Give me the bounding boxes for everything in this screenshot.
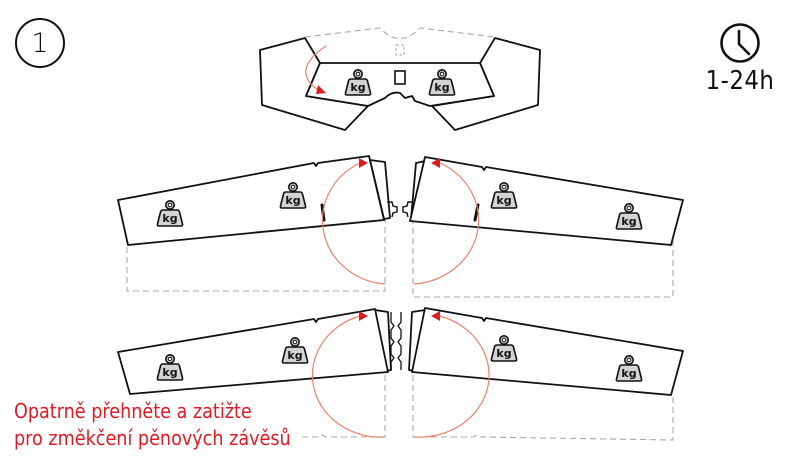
step-number-badge: 1 bbox=[15, 18, 65, 68]
fold-arc bbox=[321, 162, 386, 285]
weight-label: kg bbox=[621, 215, 636, 228]
fold-arc bbox=[413, 315, 490, 438]
weight-label: kg bbox=[350, 81, 365, 94]
step-number: 1 bbox=[31, 27, 49, 59]
weight-label: kg bbox=[285, 194, 300, 207]
duration-indicator: 1-24h bbox=[700, 22, 780, 96]
fold-guide-outline bbox=[412, 375, 674, 441]
fold-arc bbox=[413, 162, 480, 285]
right-wing-rear-piece: kg kg bbox=[408, 307, 684, 441]
center-fuselage-piece: kg kg bbox=[259, 27, 541, 131]
wing-panel bbox=[409, 156, 684, 246]
wing-panel bbox=[117, 308, 389, 395]
weight-label: kg bbox=[621, 367, 636, 380]
weight-label: kg bbox=[162, 212, 177, 225]
left-wing-front-piece: kg kg bbox=[117, 155, 398, 292]
fold-arrow-icon bbox=[431, 311, 440, 321]
left-wing-rear-piece: kg kg bbox=[117, 308, 402, 438]
fold-guide-outline bbox=[300, 375, 386, 438]
weight-label: kg bbox=[162, 366, 177, 379]
fold-arrow-icon bbox=[431, 158, 440, 168]
wing-panel bbox=[411, 307, 684, 396]
weight-label: kg bbox=[434, 81, 449, 94]
fold-arrow-icon bbox=[359, 158, 368, 168]
center-slot bbox=[394, 70, 406, 85]
caption-line-1: Opatrně přehněte a zatižte bbox=[14, 399, 252, 423]
fold-arc bbox=[305, 45, 327, 91]
instruction-caption: Opatrně přehněte a zatižte pro změkčení … bbox=[14, 398, 291, 452]
hinge-tabs bbox=[390, 312, 395, 370]
fold-arrow-icon bbox=[359, 311, 368, 321]
weight-label: kg bbox=[287, 349, 302, 362]
fold-guide-outline bbox=[304, 27, 496, 39]
right-wing-front-piece: kg kg bbox=[402, 156, 684, 298]
wing-panel bbox=[117, 155, 385, 246]
weight-label: kg bbox=[496, 347, 511, 360]
weight-label: kg bbox=[496, 194, 511, 207]
fold-guide-slot bbox=[395, 44, 405, 56]
hinge-tabs bbox=[387, 201, 398, 218]
clock-icon bbox=[720, 23, 760, 63]
fold-arc bbox=[311, 315, 386, 438]
caption-line-2: pro změkčení pěnových závěsů bbox=[14, 426, 291, 450]
fold-arrow-icon bbox=[316, 85, 326, 94]
hinge-tabs bbox=[397, 312, 402, 370]
duration-label: 1-24h bbox=[705, 66, 775, 96]
fold-guide-outline bbox=[126, 214, 386, 292]
hinge-tabs bbox=[402, 201, 413, 218]
